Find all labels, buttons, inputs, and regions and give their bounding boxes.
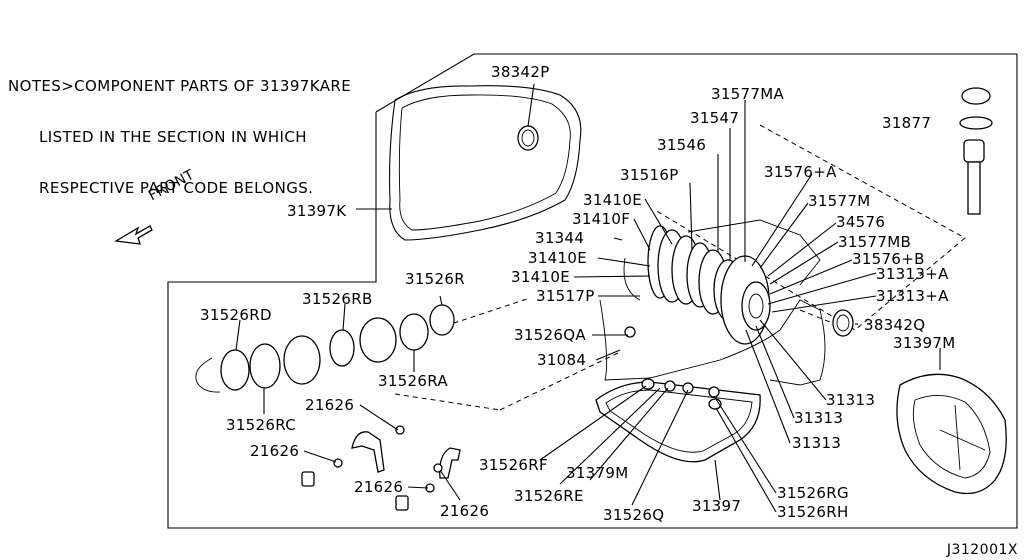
part-label[interactable]: 38342P xyxy=(491,63,550,81)
leader-lines xyxy=(235,100,941,513)
seal-rings-group xyxy=(195,304,455,393)
notes-line: NOTES>COMPONENT PARTS OF 31397KARE xyxy=(8,77,352,95)
converter-housing-part xyxy=(389,85,582,241)
part-label[interactable]: 31526RF xyxy=(479,456,548,474)
part-label[interactable]: 21626 xyxy=(250,442,300,460)
part-label[interactable]: 31576+B xyxy=(852,250,925,268)
front-arrow-icon xyxy=(114,225,153,245)
part-label[interactable]: 31313+A xyxy=(876,287,949,305)
part-label[interactable]: 31313 xyxy=(826,391,876,409)
part-label[interactable]: 31526RH xyxy=(777,503,849,521)
pipes-and-bolts xyxy=(301,425,461,511)
part-label[interactable]: 31397M xyxy=(893,334,956,352)
part-label[interactable]: 31526QA xyxy=(514,326,586,344)
notes-line: RESPECTIVE PART CODE BELONGS. xyxy=(8,179,314,197)
diagram-code: J312001X xyxy=(946,542,1018,558)
part-label[interactable]: 21626 xyxy=(354,478,404,496)
part-label[interactable]: 31577MA xyxy=(711,85,785,103)
part-label[interactable]: 34576 xyxy=(836,213,886,231)
part-label[interactable]: 31877 xyxy=(882,114,932,132)
converter-housing-inner xyxy=(398,94,571,231)
part-label[interactable]: 31526RB xyxy=(302,290,373,308)
part-label[interactable]: 31526RG xyxy=(777,484,849,502)
part-label[interactable]: 31313+A xyxy=(876,265,949,283)
part-label[interactable]: 31577MB xyxy=(838,233,912,251)
part-label[interactable]: 31526R xyxy=(405,270,465,288)
part-label[interactable]: 31547 xyxy=(690,109,740,127)
part-label[interactable]: 21626 xyxy=(305,396,355,414)
part-label[interactable]: 31313 xyxy=(792,434,842,452)
assembly-boundary xyxy=(167,53,1018,529)
part-label[interactable]: 38342Q xyxy=(864,316,926,334)
part-label[interactable]: 31526RE xyxy=(514,487,584,505)
rear-cover-31397M xyxy=(896,373,1007,495)
part-label[interactable]: 31397 xyxy=(692,497,742,515)
part-label[interactable]: 31526RA xyxy=(378,372,448,390)
valve-31877 xyxy=(959,87,993,215)
part-label[interactable]: 31344 xyxy=(535,229,585,247)
part-label[interactable]: 31410E xyxy=(583,191,642,209)
part-label[interactable]: 31526RD xyxy=(200,306,272,324)
part-label[interactable]: 31379M xyxy=(566,464,629,482)
part-label[interactable]: 31516P xyxy=(620,166,679,184)
part-label[interactable]: 31397K xyxy=(287,202,347,220)
notes-line: LISTED IN THE SECTION IN WHICH xyxy=(8,128,307,146)
notes-block: NOTES>COMPONENT PARTS OF 31397KARE LISTE… xyxy=(8,44,351,214)
part-label[interactable]: 31576+A xyxy=(764,163,837,181)
seal-38342Q xyxy=(832,309,854,337)
clutch-pack xyxy=(623,225,771,345)
part-label[interactable]: 31546 xyxy=(657,136,707,154)
part-label[interactable]: 31410F xyxy=(572,210,631,228)
part-label[interactable]: 31084 xyxy=(537,351,587,369)
part-label[interactable]: 31410E xyxy=(511,268,570,286)
part-label[interactable]: 21626 xyxy=(440,502,490,520)
part-label[interactable]: 31410E xyxy=(528,249,587,267)
part-label[interactable]: 31517P xyxy=(536,287,595,305)
part-label[interactable]: 31526RC xyxy=(226,416,296,434)
part-label[interactable]: 31526Q xyxy=(603,506,665,524)
part-label[interactable]: 31313 xyxy=(794,409,844,427)
part-label[interactable]: 31577M xyxy=(808,192,871,210)
